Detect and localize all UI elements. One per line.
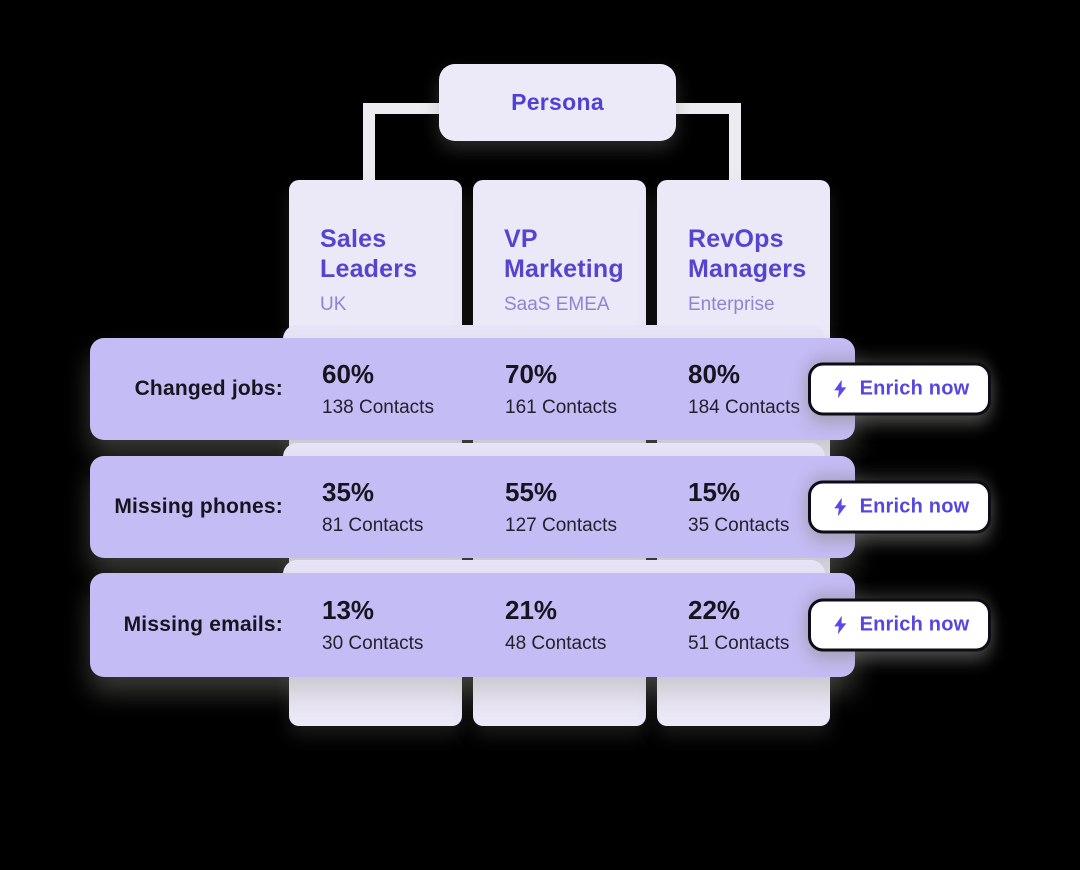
row-surface: Changed jobs: 60% 138 Contacts 70% 161 C… bbox=[90, 338, 855, 440]
metric-percent: 80% bbox=[688, 359, 741, 389]
persona-column-subtitle: SaaS EMEA bbox=[504, 294, 610, 315]
metric-cell: 70% 161 Contacts bbox=[505, 359, 617, 419]
metric-cell: 60% 138 Contacts bbox=[322, 359, 434, 419]
enrich-now-button-missing-emails[interactable]: Enrich now bbox=[808, 598, 991, 652]
persona-column-subtitle: UK bbox=[320, 294, 347, 315]
lightning-bolt-icon bbox=[830, 615, 851, 636]
enrich-now-button-missing-phones[interactable]: Enrich now bbox=[808, 480, 991, 534]
persona-root-node: Persona bbox=[439, 64, 676, 141]
metric-percent: 35% bbox=[322, 477, 375, 507]
metric-cell: 80% 184 Contacts bbox=[688, 359, 800, 419]
metric-percent: 22% bbox=[688, 595, 741, 625]
enrich-now-button-changed-jobs[interactable]: Enrich now bbox=[808, 362, 991, 416]
metric-contacts: 138 Contacts bbox=[322, 397, 434, 418]
metric-row-changed-jobs: Changed jobs: 60% 138 Contacts 70% 161 C… bbox=[90, 325, 991, 440]
enrich-now-label: Enrich now bbox=[859, 613, 970, 636]
metric-row-missing-phones: Missing phones: 35% 81 Contacts 55% 127 … bbox=[90, 443, 991, 558]
row-surface: Missing phones: 35% 81 Contacts 55% 127 … bbox=[90, 456, 855, 558]
persona-column-title: RevOps Managers bbox=[688, 225, 807, 283]
metric-cell: 13% 30 Contacts bbox=[322, 595, 423, 655]
metric-contacts: 48 Contacts bbox=[505, 633, 607, 654]
metric-contacts: 35 Contacts bbox=[688, 515, 790, 536]
metric-percent: 15% bbox=[688, 477, 741, 507]
persona-root-label: Persona bbox=[511, 89, 604, 115]
lightning-bolt-icon bbox=[830, 379, 851, 400]
metric-cell: 21% 48 Contacts bbox=[505, 595, 606, 655]
row-label: Missing phones: bbox=[114, 495, 283, 518]
metric-contacts: 30 Contacts bbox=[322, 633, 424, 654]
metric-contacts: 51 Contacts bbox=[688, 633, 790, 654]
metric-percent: 21% bbox=[505, 595, 558, 625]
metric-percent: 55% bbox=[505, 477, 558, 507]
row-label: Changed jobs: bbox=[134, 377, 283, 400]
persona-column-title: VP Marketing bbox=[504, 225, 624, 283]
connector-right-horizontal bbox=[661, 103, 741, 114]
connector-left-horizontal bbox=[363, 103, 443, 114]
persona-column-title: Sales Leaders bbox=[320, 225, 418, 283]
connector-left-vertical bbox=[363, 103, 375, 183]
metric-contacts: 184 Contacts bbox=[688, 397, 800, 418]
row-surface: Missing emails: 13% 30 Contacts 21% 48 C… bbox=[90, 573, 855, 677]
metric-cell: 15% 35 Contacts bbox=[688, 477, 789, 537]
metric-cell: 22% 51 Contacts bbox=[688, 595, 789, 655]
metric-contacts: 127 Contacts bbox=[505, 515, 617, 536]
metric-contacts: 81 Contacts bbox=[322, 515, 424, 536]
metric-row-missing-emails: Missing emails: 13% 30 Contacts 21% 48 C… bbox=[90, 560, 991, 677]
metric-contacts: 161 Contacts bbox=[505, 397, 617, 418]
metric-percent: 60% bbox=[322, 359, 375, 389]
lightning-bolt-icon bbox=[830, 497, 851, 518]
enrich-now-label: Enrich now bbox=[859, 495, 970, 518]
row-label: Missing emails: bbox=[123, 613, 283, 636]
enrich-now-label: Enrich now bbox=[859, 377, 970, 400]
persona-column-subtitle: Enterprise bbox=[688, 294, 775, 315]
metric-percent: 70% bbox=[505, 359, 558, 389]
metric-percent: 13% bbox=[322, 595, 375, 625]
metric-cell: 35% 81 Contacts bbox=[322, 477, 423, 537]
connector-right-vertical bbox=[729, 103, 741, 183]
metric-cell: 55% 127 Contacts bbox=[505, 477, 617, 537]
